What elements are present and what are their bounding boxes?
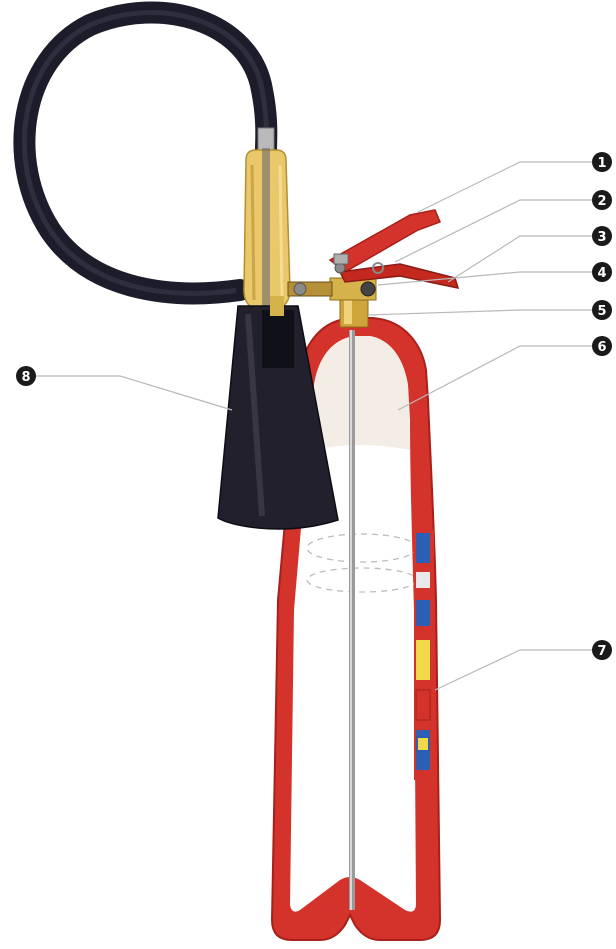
callout-7: 7: [592, 640, 612, 660]
leader-7: [435, 650, 592, 690]
svg-text:5: 5: [597, 304, 606, 319]
valve-assembly: [288, 210, 458, 327]
svg-text:2: 2: [597, 194, 606, 209]
callout-3: 3: [592, 226, 612, 246]
leader-8: [36, 376, 232, 410]
callout-4: 4: [592, 262, 612, 282]
leader-5: [368, 310, 592, 315]
svg-text:4: 4: [597, 266, 606, 281]
callout-1: 1: [592, 152, 612, 172]
callout-2: 2: [592, 190, 612, 210]
svg-text:3: 3: [597, 230, 606, 245]
horn-handle-grip: [244, 148, 290, 318]
svg-text:8: 8: [21, 370, 30, 385]
callout-6: 6: [592, 336, 612, 356]
svg-text:1: 1: [597, 156, 606, 171]
siphon-tube: [349, 330, 355, 910]
callout-8: 8: [16, 366, 36, 386]
leader-1: [418, 162, 592, 212]
callout-5: 5: [592, 300, 612, 320]
svg-text:6: 6: [597, 340, 606, 355]
svg-text:7: 7: [597, 644, 606, 659]
leader-3: [448, 236, 592, 282]
